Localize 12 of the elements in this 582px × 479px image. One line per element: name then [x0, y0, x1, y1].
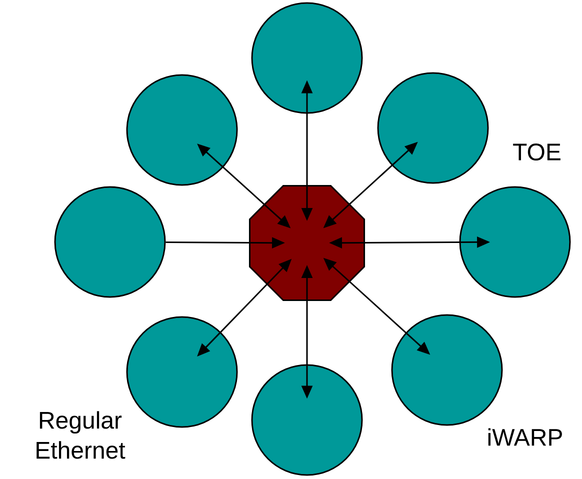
- circle: [54, 186, 166, 298]
- circle: [126, 74, 238, 186]
- label: TOE: [513, 144, 560, 160]
- octagon: [248, 184, 366, 302]
- circle: [126, 316, 238, 428]
- label: iWARP: [488, 428, 562, 446]
- circle: [251, 364, 363, 476]
- label: Regular Ethernet: [36, 411, 126, 459]
- circle: [391, 314, 503, 426]
- circle: [459, 186, 571, 298]
- circle: [251, 2, 363, 114]
- circle: [377, 72, 489, 184]
